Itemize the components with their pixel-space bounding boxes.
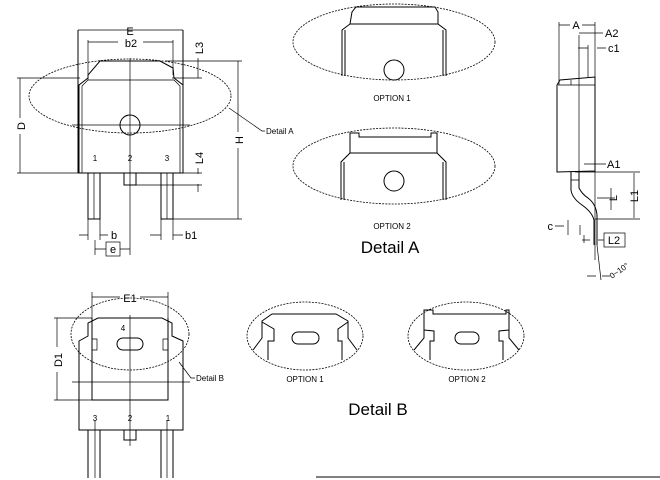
side-lead-dimension-lines [555,171,640,243]
pin-3-label: 3 [165,154,170,163]
body-inner-outline [81,78,181,173]
bottom-view: E1 4 D1 Detail B 3 2 1 [53,292,224,478]
detail-b: OPTION 1 OPTION 2 Detail B [246,301,525,419]
detail-b-leader [178,361,195,379]
detail-b-option2-shape [413,309,520,360]
side-lead [570,172,598,245]
side-body-lines [558,35,595,173]
detail-a-option1-ellipse [292,3,496,81]
b-b1-dimension-lines [79,219,183,240]
dim-a1-label: A1 [607,159,620,171]
side-body [556,76,596,173]
l2-box [603,232,626,248]
dim-l3-label: L3 [194,42,206,54]
bottom-pin-3-label: 3 [93,414,98,423]
bottom-pin-1-label: 1 [166,414,171,423]
dim-l2-label: L2 [608,235,620,247]
detail-b-option1-ellipse [246,301,364,371]
dim-a2-label: A2 [605,28,618,40]
detail-a-option1-shape [341,6,447,76]
dim-e1-label: E1 [123,293,136,305]
detail-b-option1-slot [291,331,320,345]
detail-a-option2-ellipse [292,127,496,205]
detail-b-option2-slot [454,331,480,345]
detail-a: OPTION 1 OPTION 2 Detail A [292,3,496,257]
leads [87,173,174,220]
dim-c1-label: c1 [608,43,620,55]
detail-a-option1-label: OPTION 1 [373,94,411,103]
dim-c-label: c [548,221,554,233]
e-pitch-box [105,241,121,257]
bottom-leads [87,430,174,478]
l2-angle-lines [582,239,604,281]
dim-e-label: E [126,26,133,38]
bottom-pin-2-label: 2 [128,414,133,423]
detail-a-leader [228,107,265,132]
detail-b-option2-ellipse [407,301,525,371]
l4-dimension-line [136,168,202,192]
front-view: E b2 Detail A D H L3 L4 1 2 3 b b1 e [16,26,294,257]
dim-l-label: L [608,195,620,201]
detail-a-option2-shape [340,132,447,200]
e1-dimension-line [91,292,169,320]
d1-dimension-line [54,317,92,401]
bottom-center-stub [123,430,137,441]
center-lead-stub [123,173,137,186]
bottom-body [78,317,184,431]
h-dimension-line [165,60,242,220]
lead-details [87,173,168,219]
dim-b-label: b [111,230,117,242]
dim-e-pitch-label: e [110,244,116,256]
tab-pin-4-label: 4 [121,324,126,333]
detail-b-title: Detail B [348,400,408,419]
side-view: A A2 c1 A1 L L1 c L2 0~10° [548,20,642,281]
a-dimension-line [558,22,596,260]
dim-h-label: H [234,136,246,144]
dim-d1-label: D1 [53,353,65,367]
dim-l4-label: L4 [194,152,206,164]
detail-b-option1-label: OPTION 1 [286,375,324,384]
bottom-lead-details [87,420,174,478]
detail-a-option2-label: OPTION 2 [373,222,411,231]
detail-a-option1-hole [383,59,405,81]
detail-a-option2-hole [383,170,405,192]
d-dimension-line [17,77,80,174]
angle-label: 0~10° [608,261,631,281]
detail-a-callout: Detail A [266,127,294,136]
dim-b1-label: b1 [185,230,197,242]
dim-l1-label: L1 [629,190,641,202]
detail-b-option2-label: OPTION 2 [448,375,486,384]
detail-a-ellipse [28,58,232,134]
tab-notches [92,338,168,351]
dim-b2-label: b2 [125,38,137,50]
e-pitch-dimension-line [94,240,130,255]
pin-1-label: 1 [93,154,98,163]
detail-b-option1-shape [252,313,358,360]
pin-2-label: 2 [128,154,133,163]
dim-a-label: A [572,20,580,32]
l3-dimension-line [172,58,202,79]
b2-dimension-line [87,40,174,75]
dim-d-label: D [16,122,28,130]
detail-b-callout: Detail B [196,374,224,383]
e-extension-lines [77,30,184,173]
detail-a-title: Detail A [361,238,420,257]
